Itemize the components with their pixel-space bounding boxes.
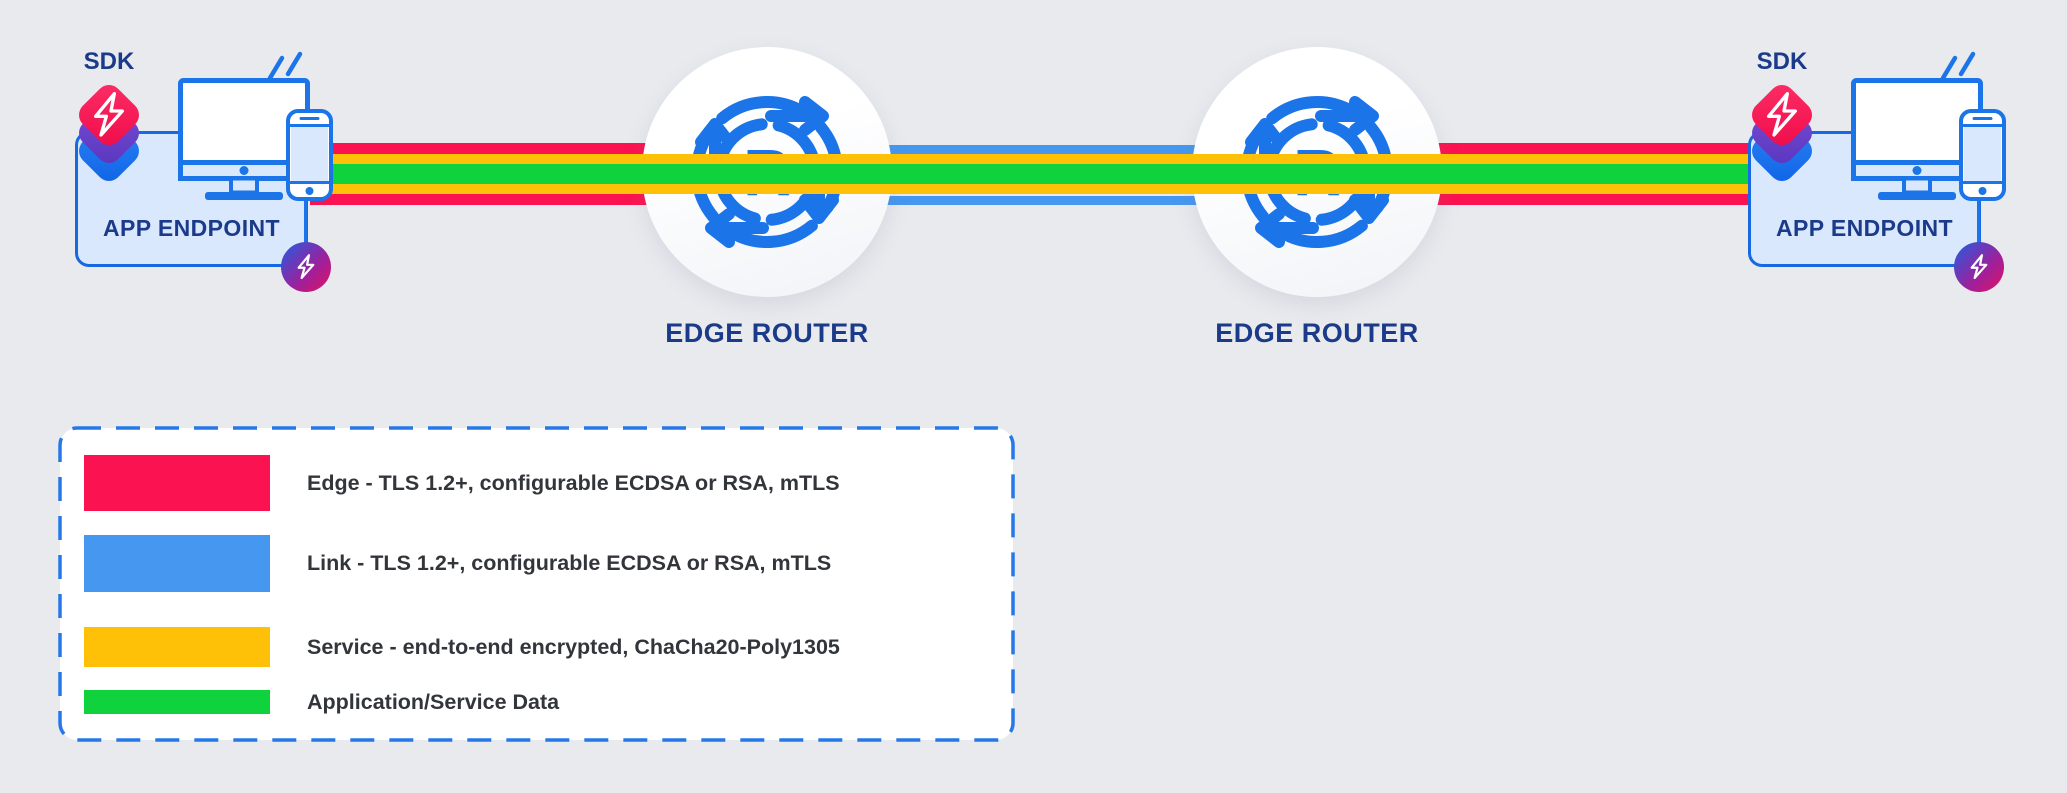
legend-label-edge: Edge - TLS 1.2+, configurable ECDSA or R… — [307, 470, 840, 495]
lightning-bolt-icon — [1970, 254, 1988, 280]
legend-item-edge: Edge - TLS 1.2+, configurable ECDSA or R… — [84, 455, 995, 511]
legend-swatch-link — [84, 535, 270, 592]
edge-band-left — [310, 143, 660, 205]
sdk-stack-icon — [73, 79, 145, 198]
lightning-bolt-icon — [1767, 92, 1797, 137]
badge-connector-line — [1977, 198, 1980, 250]
edge-router-label-left: EDGE ROUTER — [665, 318, 869, 348]
legend-swatch-edge — [84, 455, 270, 511]
lightning-bolt-icon — [94, 92, 124, 137]
legend-item-data: Application/Service Data — [84, 690, 995, 714]
edge-band-right-top — [1315, 143, 1755, 154]
app-endpoint-label: APP ENDPOINT — [103, 215, 280, 241]
phone-icon — [286, 109, 333, 201]
link-band-bottom — [770, 196, 1315, 205]
sdk-label: SDK — [83, 48, 135, 75]
legend-dashed-border — [58, 426, 1015, 742]
app-endpoint-right: SDK APP ENDPOINT — [1713, 30, 2023, 315]
app-endpoint-label: APP ENDPOINT — [1776, 215, 1953, 241]
lightning-bolt-icon — [297, 254, 315, 280]
edge-band-right — [1315, 143, 1755, 205]
legend-label-data: Application/Service Data — [307, 689, 560, 714]
sdk-stack-icon — [1746, 79, 1818, 198]
app-endpoint-left: SDK APP ENDPOINT — [40, 30, 350, 315]
link-band-top — [770, 145, 1315, 154]
legend-item-link: Link - TLS 1.2+, configurable ECDSA or R… — [84, 535, 995, 592]
badge-connector-line — [304, 198, 307, 250]
signal-shine-icon — [267, 51, 303, 81]
service-band-top — [310, 154, 1755, 164]
edge-band-left-bottom — [310, 194, 660, 205]
edge-router-label-right: EDGE ROUTER — [1215, 318, 1419, 348]
edge-band-right-bottom — [1315, 194, 1755, 205]
phone-icon — [1959, 109, 2006, 201]
data-band — [310, 164, 1755, 184]
legend-item-service: Service - end-to-end encrypted, ChaCha20… — [84, 627, 995, 667]
sdk-label: SDK — [1756, 48, 1808, 75]
legend-label-service: Service - end-to-end encrypted, ChaCha20… — [307, 634, 840, 659]
edge-band-left-top — [310, 143, 660, 154]
signal-shine-icon — [1940, 51, 1976, 81]
legend-swatch-service — [84, 627, 270, 667]
ziti-badge-icon — [281, 242, 331, 292]
link-band — [770, 145, 1315, 205]
legend-swatch-data — [84, 690, 270, 714]
ziti-badge-icon — [1954, 242, 2004, 292]
service-band-bottom — [310, 184, 1755, 194]
legend-box: Edge - TLS 1.2+, configurable ECDSA or R… — [58, 426, 1015, 742]
legend-label-link: Link - TLS 1.2+, configurable ECDSA or R… — [307, 551, 832, 575]
